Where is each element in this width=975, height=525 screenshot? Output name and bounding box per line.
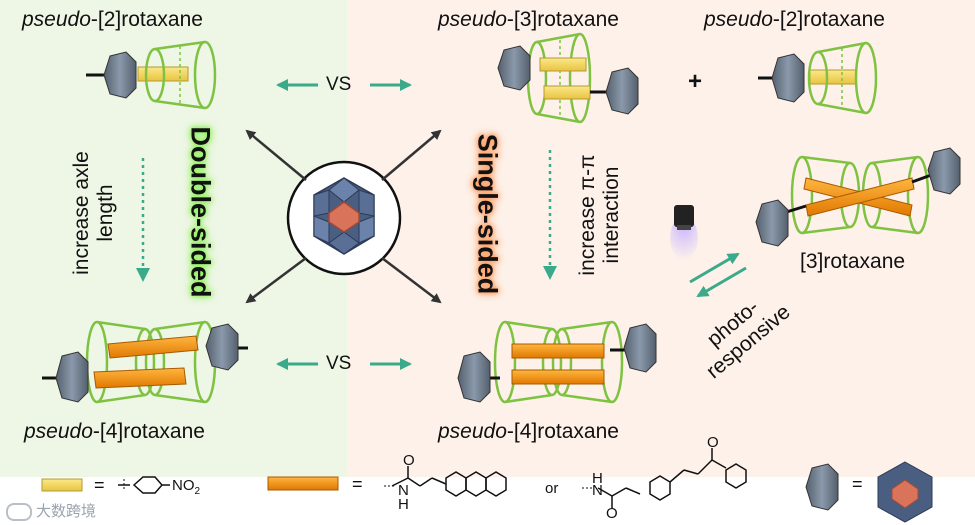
title-bottom-left: pseudo-[4]rotaxane <box>24 420 205 443</box>
3-rotaxane-right <box>755 147 961 247</box>
legend-h-1: H <box>398 496 409 513</box>
polyoxometalate-host <box>286 160 402 276</box>
pseudo-4-rotaxane-bottom-mid <box>457 320 657 404</box>
vs-label-top: VS <box>326 74 352 95</box>
title-top-left: pseudo-[2]rotaxane <box>22 8 203 31</box>
vs-arrows <box>276 79 412 370</box>
legend-stopper <box>805 461 933 523</box>
title-top-mid: pseudo-[3]rotaxane <box>438 8 619 31</box>
stopper <box>103 51 137 99</box>
legend-equals-3: = <box>852 474 863 494</box>
legend-equals-1: = <box>94 475 105 495</box>
uv-lamp-icon <box>670 205 698 260</box>
nitro-label: NO2 <box>172 477 201 497</box>
dark-arrows <box>245 129 442 304</box>
legend-orange-axle <box>267 466 507 497</box>
photo-arrows <box>689 252 747 298</box>
pseudo-2-rotaxane-top-left <box>86 40 217 110</box>
vs-label-bottom: VS <box>326 353 352 374</box>
pseudo-4-rotaxane-bottom-left <box>42 320 248 404</box>
title-top-right: pseudo-[2]rotaxane <box>704 8 885 31</box>
dotted-arrows <box>136 150 557 282</box>
legend-h-2: H <box>592 470 603 487</box>
watermark: 大数跨境 <box>6 500 96 522</box>
title-3-rotaxane: [3]rotaxane <box>800 250 906 273</box>
legend-n-2: N <box>592 482 603 499</box>
pseudo-3-rotaxane-top <box>497 32 639 124</box>
double-sided-label: Double-sided <box>185 126 216 298</box>
legend-equals-2: = <box>352 474 363 494</box>
legend-n-1: N <box>398 482 409 499</box>
single-sided-panel-background <box>347 0 975 477</box>
legend-o-3: O <box>707 434 719 451</box>
legend-yellow-axle <box>41 476 170 494</box>
single-sided-label: Single-sided <box>472 133 503 295</box>
plus-sign: + <box>688 68 703 95</box>
legend-o-1: O <box>403 452 415 469</box>
title-bottom-mid: pseudo-[4]rotaxane <box>438 420 619 443</box>
pseudo-2-rotaxane-top-right <box>758 41 878 115</box>
legend-or: or <box>545 480 559 497</box>
legend-o-2: O <box>606 505 618 522</box>
legend-alt-axle <box>582 448 747 508</box>
